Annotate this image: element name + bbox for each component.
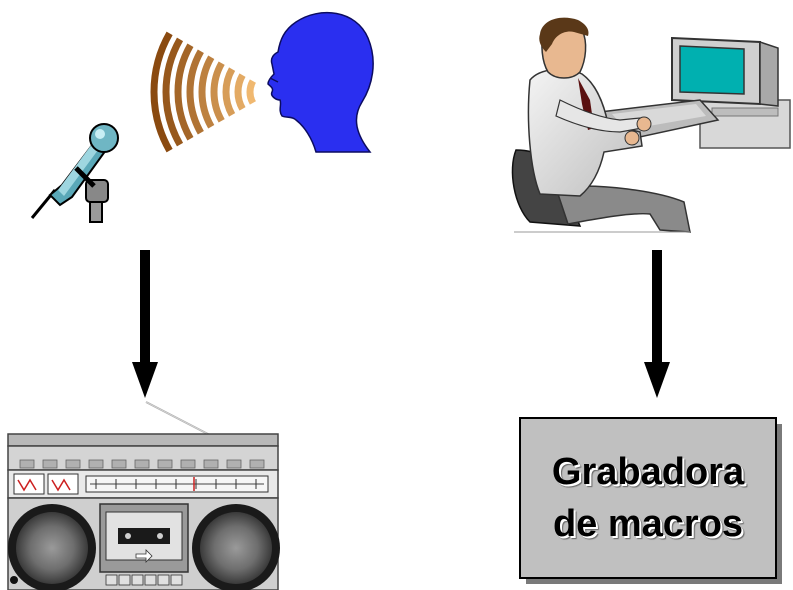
transport-key — [144, 574, 157, 586]
sound-wave-arc — [162, 37, 184, 147]
radio-cassette-icon — [7, 401, 280, 590]
radio-top-key — [88, 459, 104, 469]
transport-key — [170, 574, 183, 586]
radio-top-key — [203, 459, 219, 469]
transport-key — [118, 574, 131, 586]
radio-top-key — [157, 459, 173, 469]
person-at-computer-icon — [511, 17, 791, 233]
radio-top-key — [42, 459, 58, 469]
sound-wave-arc — [234, 73, 246, 111]
transport-key — [131, 574, 144, 586]
radio-top-key — [19, 459, 35, 469]
transport-key — [105, 574, 118, 586]
arrow-left — [132, 250, 158, 398]
sound-wave-arc — [186, 49, 204, 135]
sound-wave-arc — [174, 43, 194, 141]
sound-wave-arc — [150, 31, 173, 153]
transport-key — [157, 574, 170, 586]
sound-wave-arc — [246, 79, 257, 105]
sound-wave-arc — [210, 61, 225, 123]
radio-top-key — [111, 459, 127, 469]
radio-top-key — [249, 459, 265, 469]
radio-top-key — [65, 459, 81, 469]
radio-top-key — [180, 459, 196, 469]
radio-top-key — [134, 459, 150, 469]
speaking-head-icon — [267, 11, 374, 153]
arrow-right — [644, 250, 670, 398]
radio-top-key — [226, 459, 242, 469]
sound-wave-arc — [222, 67, 236, 117]
sound-wave-arc — [198, 55, 215, 129]
macro-recorder-box — [519, 417, 782, 584]
microphone-icon — [30, 123, 119, 223]
sound-waves-icon — [150, 31, 257, 153]
